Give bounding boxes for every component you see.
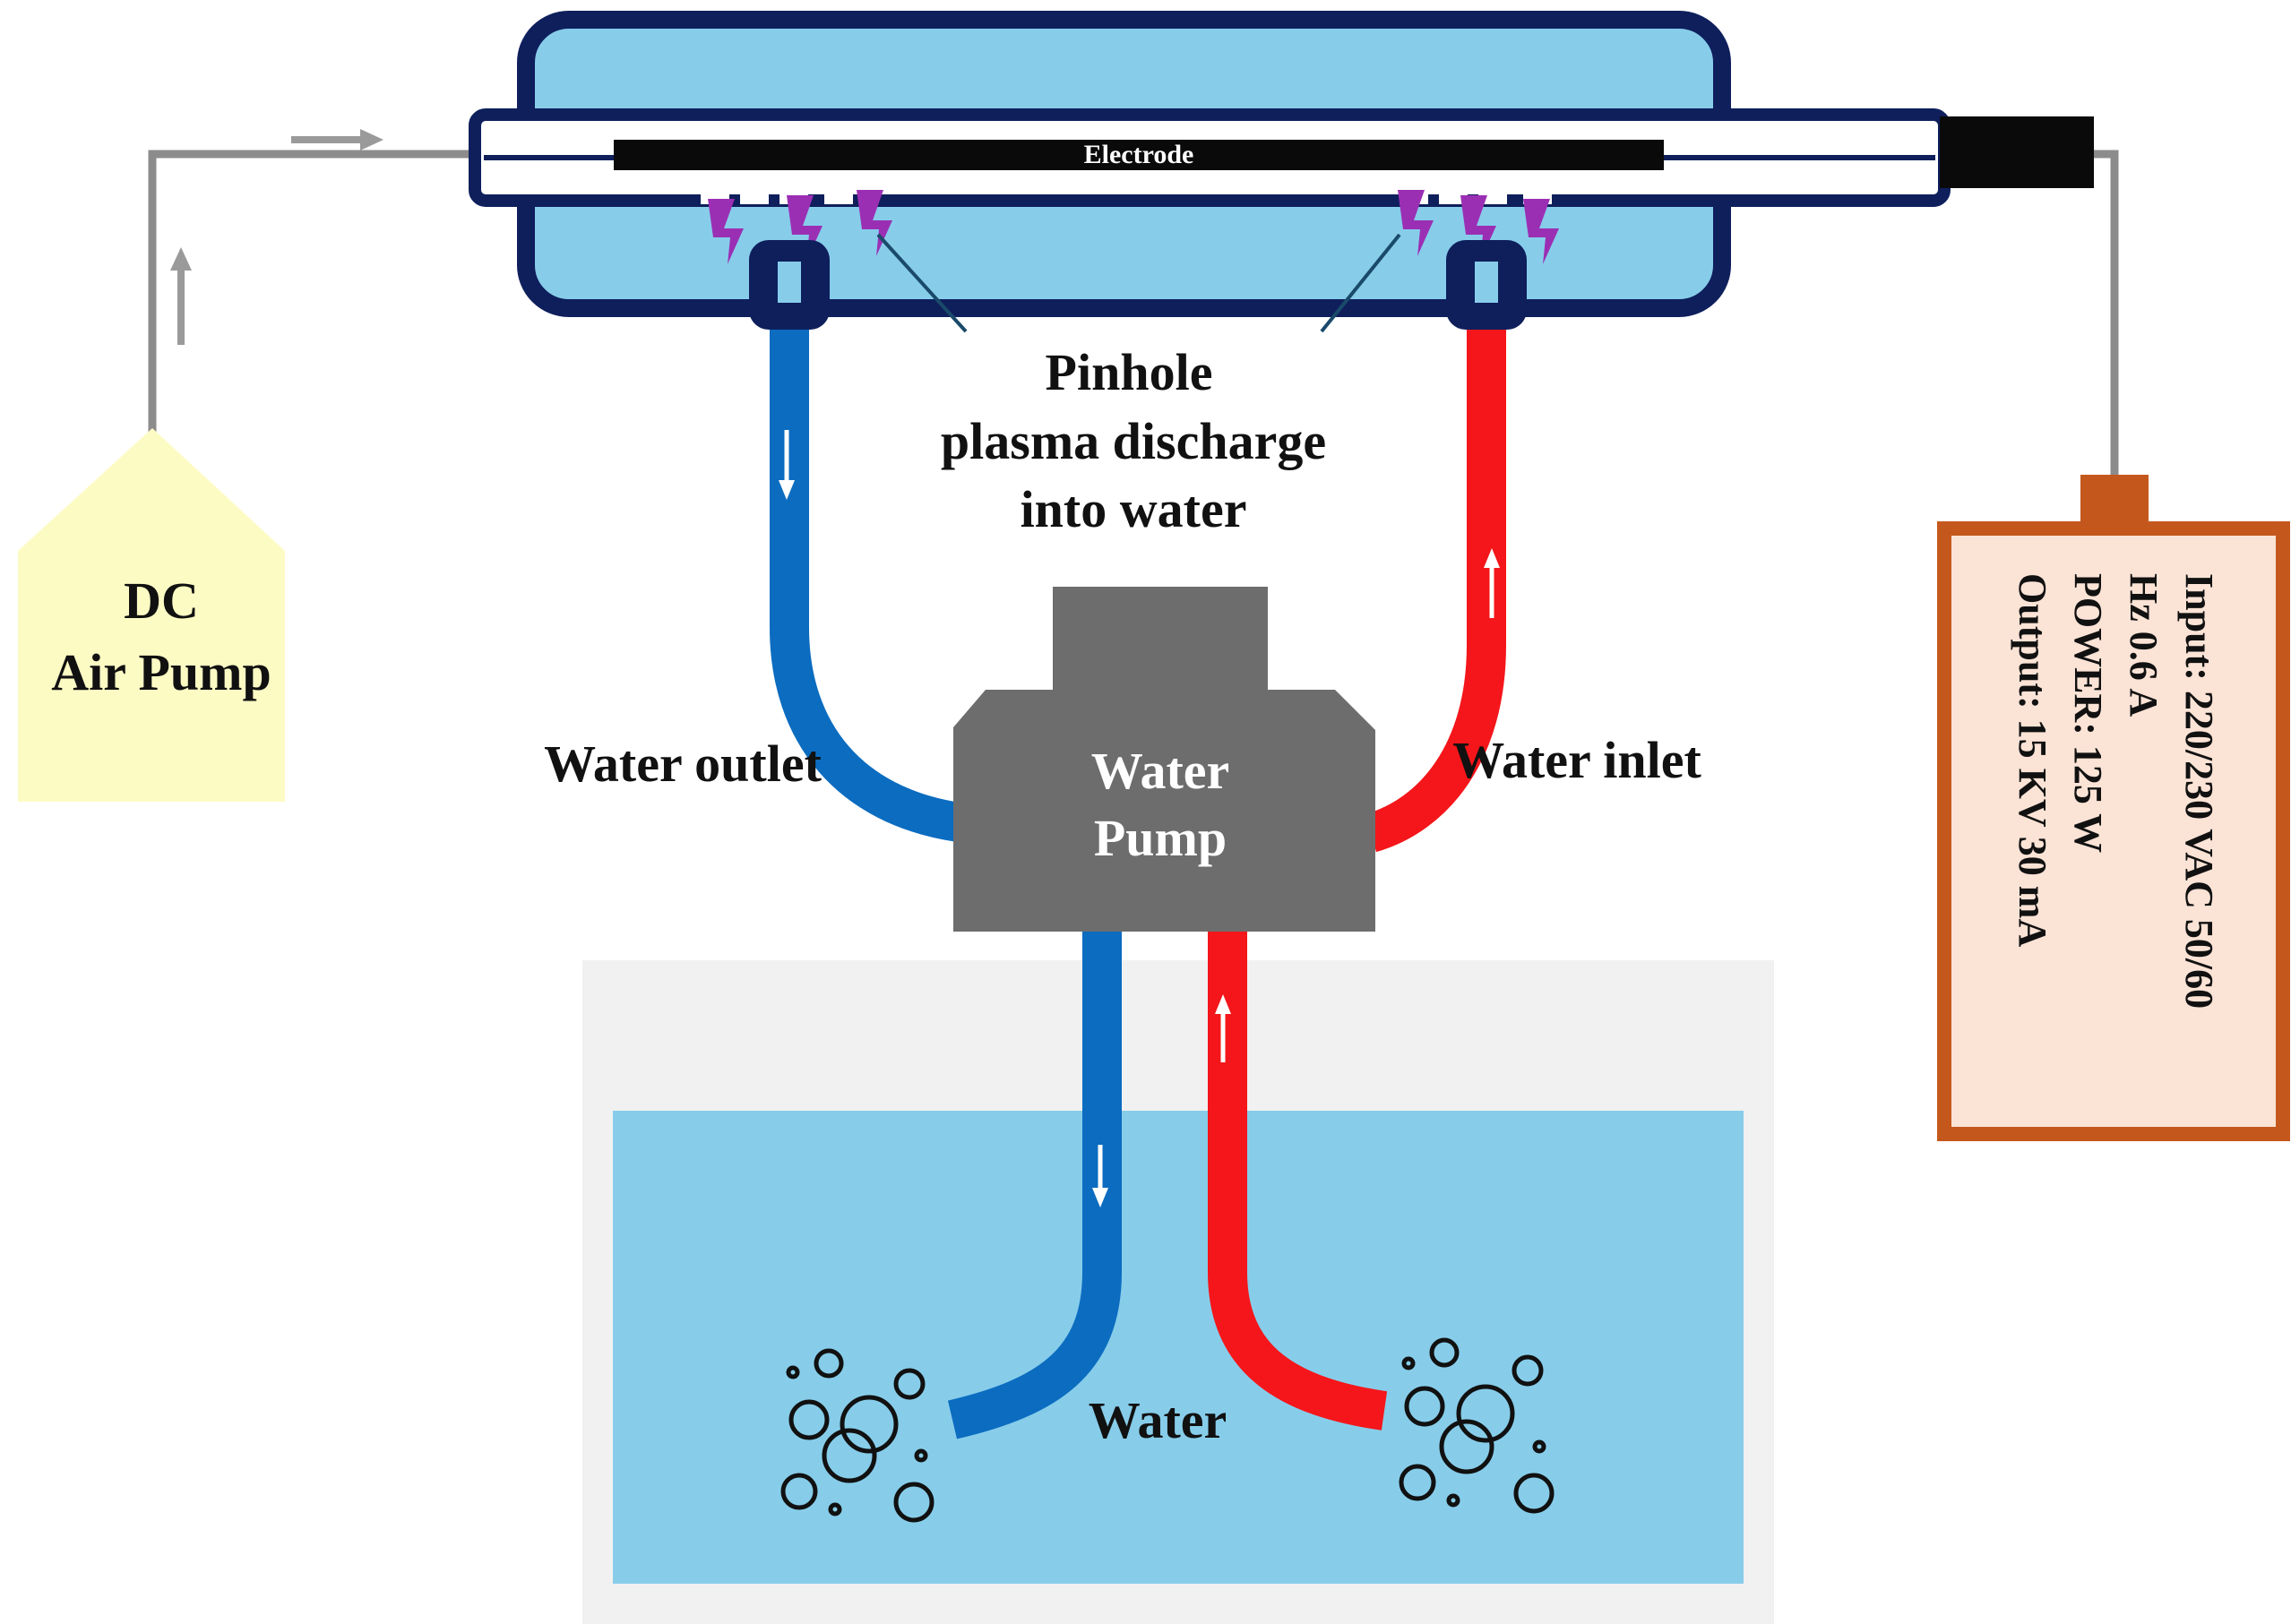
pinhole — [1439, 190, 1468, 204]
pinhole-label-line2: plasma discharge — [941, 412, 1326, 470]
tubes — [770, 330, 1506, 1439]
inlet-tube-upper — [1365, 330, 1506, 853]
bubble-icon — [840, 1395, 899, 1454]
pinhole — [740, 190, 769, 204]
flow-arrow-icon — [1484, 548, 1500, 568]
water-pump-body — [953, 690, 1375, 932]
electrode-connector — [1940, 116, 2094, 188]
outlet-tube-upper — [770, 330, 962, 842]
psu-line-4: Output: 15 KV 30 mA — [2011, 573, 2054, 947]
flow-arrow-icon — [1092, 1188, 1108, 1207]
air-line — [148, 150, 2119, 477]
bubble-icon — [1429, 1337, 1460, 1368]
water-flow-arrows — [779, 430, 1500, 1207]
water-pump-top — [1053, 587, 1268, 694]
psu-box — [1937, 521, 2290, 1141]
psu-text: Input: 220/230 VAC 50/60 Hz 0.6 A POWER:… — [2011, 573, 2221, 1009]
bubble-icon — [814, 1348, 844, 1379]
bubble-icon — [1532, 1439, 1546, 1454]
tank-water — [613, 1111, 1744, 1584]
air-pump-body — [18, 428, 285, 802]
bubble-icon — [1399, 1464, 1436, 1501]
bubble-icon — [893, 1482, 934, 1523]
bubble-icon — [822, 1428, 877, 1483]
bubble-icon — [788, 1399, 830, 1440]
flow-arrow-icon — [779, 480, 795, 500]
bubble-icon — [1401, 1356, 1416, 1371]
psu-line-1: Input: 220/230 VAC 50/60 — [2177, 573, 2221, 1009]
pinhole — [824, 190, 853, 204]
air-flow-arrows — [170, 129, 383, 345]
bubble-icon — [1404, 1386, 1445, 1427]
inlet-tube-lower — [1208, 923, 1388, 1431]
air-tube — [148, 150, 502, 432]
electrode-label: Electrode — [1084, 140, 1194, 169]
bubble-icon — [893, 1368, 926, 1400]
hv-power-supply: Input: 220/230 VAC 50/60 Hz 0.6 A POWER:… — [1937, 475, 2290, 1141]
air-pump-label-line2: Air Pump — [51, 643, 271, 701]
water-pump-label-line2: Pump — [1094, 809, 1227, 867]
water-tank — [582, 960, 1774, 1624]
water-pump: Water Pump — [953, 587, 1375, 932]
pinhole-pointer-left — [876, 233, 968, 333]
bubbles-left — [780, 1348, 934, 1523]
lightning-bolt-icon — [1398, 190, 1434, 256]
bubble-icon — [1456, 1384, 1515, 1443]
air-pump-label-line1: DC — [124, 571, 199, 630]
flow-arrow-icon — [360, 129, 383, 150]
plasma-reactor: Electrode — [469, 11, 2094, 333]
dc-air-pump: DC Air Pump — [18, 428, 285, 802]
pinhole-label-line1: Pinhole — [1046, 343, 1213, 401]
psu-terminal — [2080, 475, 2149, 530]
bubble-icon — [1439, 1419, 1494, 1474]
outlet-port-window — [778, 262, 801, 303]
psu-line-2: Hz 0.6 A — [2122, 573, 2166, 717]
bubble-icon — [786, 1365, 800, 1379]
water-pump-label-line1: Water — [1091, 742, 1230, 800]
pinhole-label-line3: into water — [1021, 480, 1247, 538]
water-label: Water — [1089, 1391, 1227, 1449]
bubble-icon — [1513, 1473, 1555, 1514]
bubble-icon — [1446, 1493, 1460, 1508]
bubble-icon — [828, 1502, 842, 1517]
bubble-icon — [914, 1448, 928, 1463]
bubble-icon — [1512, 1354, 1544, 1387]
electrode-rod — [614, 140, 1664, 170]
lightning-bolt-icon — [1523, 199, 1559, 264]
hv-cable — [2092, 150, 2119, 477]
flow-arrow-icon — [1215, 994, 1231, 1014]
water-outlet-label: Water outlet — [544, 735, 822, 793]
pinhole-pointer-right — [1320, 233, 1401, 333]
inlet-port-window — [1475, 262, 1498, 303]
lightning-bolt-icon — [708, 199, 744, 264]
outlet-tube-lower — [947, 923, 1122, 1439]
psu-line-3: POWER: 125 W — [2066, 573, 2110, 853]
bubble-icon — [780, 1473, 818, 1510]
pinhole — [1478, 190, 1507, 204]
bubbles-right — [1399, 1337, 1555, 1514]
flow-arrow-icon — [170, 247, 192, 271]
water-inlet-label: Water inlet — [1452, 731, 1701, 789]
